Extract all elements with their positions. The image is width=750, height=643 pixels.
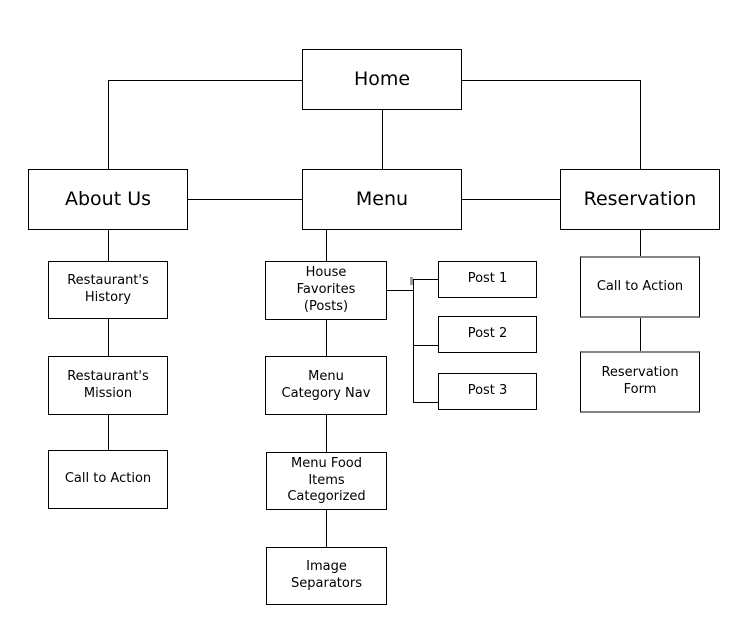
connector-junction-mark — [410, 277, 413, 285]
connector-mission-cta — [108, 415, 109, 450]
node-menu-food-items: Menu Food Items Categorized — [266, 452, 387, 510]
connector-home-reservation-horizontal — [462, 80, 640, 81]
node-home: Home — [302, 49, 462, 110]
connector-housefavorites-categorynav — [326, 320, 327, 356]
connector-categorynav-fooditems — [326, 415, 327, 452]
node-restaurants-mission: Restaurant's Mission — [48, 356, 168, 415]
connector-reservation-cta — [640, 230, 641, 256]
node-about-us: About Us — [28, 169, 188, 230]
node-menu-category-nav: Menu Category Nav — [265, 356, 387, 415]
connector-home-aboutus-vertical — [108, 80, 109, 169]
connector-home-reservation-vertical — [640, 80, 641, 169]
connector-menu-reservation — [462, 199, 560, 200]
node-post-2: Post 2 — [438, 316, 537, 353]
node-post-3: Post 3 — [438, 373, 537, 410]
connector-cta-reservationform — [640, 318, 641, 351]
node-call-to-action-right: Call to Action — [580, 256, 700, 318]
node-restaurants-history: Restaurant's History — [48, 261, 168, 319]
node-image-separators: Image Separators — [266, 547, 387, 605]
node-reservation-form: Reservation Form — [580, 351, 700, 413]
connector-posts-trunk-vertical — [413, 279, 414, 403]
connector-menu-housefavorites — [326, 230, 327, 261]
connector-history-mission — [108, 319, 109, 356]
connector-fooditems-imageseparators — [326, 510, 327, 547]
node-reservation: Reservation — [560, 169, 720, 230]
connector-post1-stub — [413, 279, 438, 280]
node-house-favorites: House Favorites (Posts) — [265, 261, 387, 320]
connector-post2-stub — [413, 345, 438, 346]
connector-home-aboutus-horizontal — [108, 80, 302, 81]
node-post-1: Post 1 — [438, 261, 537, 298]
node-menu: Menu — [302, 169, 462, 230]
connector-aboutus-history — [108, 230, 109, 261]
node-call-to-action-left: Call to Action — [48, 450, 168, 509]
connector-post3-stub — [413, 402, 438, 403]
connector-housefavorites-trunk — [387, 290, 413, 291]
connector-aboutus-menu — [188, 199, 302, 200]
connector-home-menu — [382, 110, 383, 169]
